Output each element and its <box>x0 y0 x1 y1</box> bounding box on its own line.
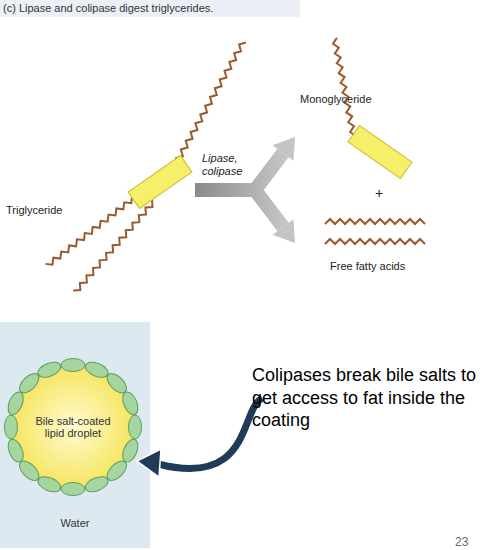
monoglyceride-molecule <box>332 38 412 179</box>
droplet-outline <box>8 362 138 492</box>
water-panel: Water Bile salt-coated lipid droplet <box>0 322 150 548</box>
reaction-arrow <box>195 137 295 243</box>
plus-sign: + <box>375 185 383 201</box>
panel-title: (c) Lipase and colipase digest triglycer… <box>3 2 213 15</box>
title-band <box>0 0 300 17</box>
fatty-acid-chains <box>325 219 425 244</box>
molecule-label: Triglyceride <box>6 204 62 217</box>
region-label: Water <box>0 517 150 530</box>
enzyme-label: Lipase, colipase <box>202 152 254 177</box>
lipid-droplet: Bile salt-coated lipid droplet <box>8 362 138 492</box>
droplet-label: Bile salt-coated lipid droplet <box>33 415 113 440</box>
callout-arrow <box>137 398 262 477</box>
molecule-label: Monoglyceride <box>300 93 372 106</box>
molecule-label: Free fatty acids <box>330 260 405 273</box>
page-number: 23 <box>455 536 468 550</box>
callout-note: Colipases break bile salts to get access… <box>252 364 480 432</box>
